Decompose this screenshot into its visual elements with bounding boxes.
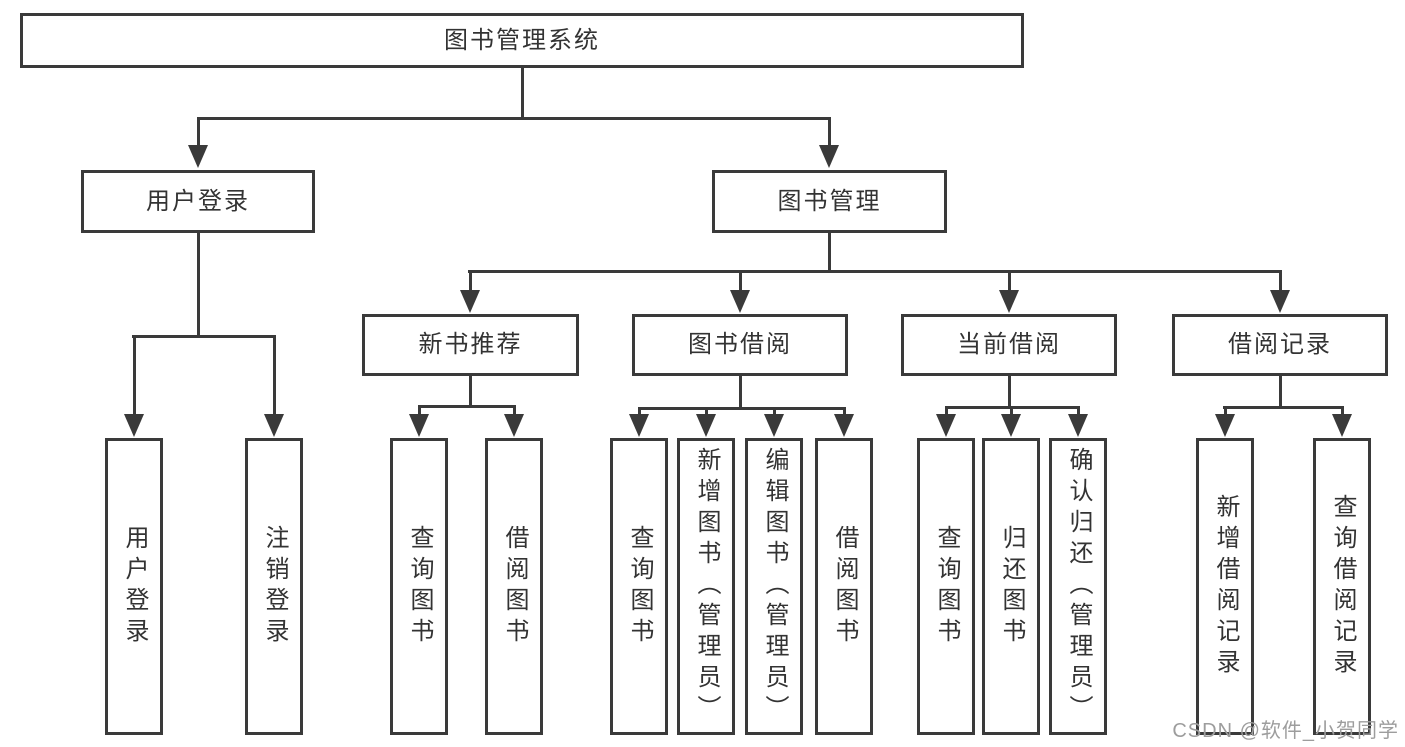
- arrow-down-icon: [460, 290, 480, 313]
- leaf-add-borrow-record: 新增借阅记录: [1196, 438, 1254, 735]
- node-book-borrowing: 图书借阅: [632, 314, 848, 376]
- leaf-query-books-borrow: 查询图书: [610, 438, 668, 735]
- connector-line: [1223, 406, 1344, 409]
- arrow-down-icon: [1270, 290, 1290, 313]
- arrow-down-icon: [1001, 414, 1021, 437]
- connector-line: [1008, 374, 1011, 408]
- leaf-return-book: 归还图书: [982, 438, 1040, 735]
- arrow-down-icon: [409, 414, 429, 437]
- arrow-down-icon: [504, 414, 524, 437]
- connector-line: [739, 374, 742, 409]
- arrow-down-icon: [819, 145, 839, 168]
- leaf-borrow-books: 借阅图书: [815, 438, 873, 735]
- leaf-user-login: 用户登录: [105, 438, 163, 735]
- leaf-confirm-return-admin: 确认归还（管理员）: [1049, 438, 1107, 735]
- leaf-edit-book-admin: 编辑图书（管理员）: [745, 438, 803, 735]
- node-book-management: 图书管理: [712, 170, 947, 233]
- connector-line: [132, 335, 276, 338]
- csdn-watermark: CSDN @软件_小贺同学: [1172, 720, 1399, 742]
- connector-line: [828, 117, 831, 147]
- arrow-down-icon: [936, 414, 956, 437]
- connector-line: [638, 407, 641, 416]
- connector-line: [1010, 406, 1013, 416]
- node-current-borrowing: 当前借阅: [901, 314, 1117, 376]
- leaf-logout: 注销登录: [245, 438, 303, 735]
- connector-line: [418, 405, 516, 408]
- connector-line: [1008, 270, 1011, 292]
- arrow-down-icon: [629, 414, 649, 437]
- connector-line: [469, 270, 472, 292]
- arrow-down-icon: [1068, 414, 1088, 437]
- arrow-down-icon: [124, 414, 144, 437]
- connector-line: [828, 231, 831, 272]
- leaf-query-books-current: 查询图书: [917, 438, 975, 735]
- arrow-down-icon: [764, 414, 784, 437]
- connector-line: [773, 407, 776, 416]
- connector-line: [418, 405, 421, 416]
- arrow-down-icon: [1215, 414, 1235, 437]
- arrow-down-icon: [834, 414, 854, 437]
- connector-line: [1077, 406, 1080, 416]
- connector-line: [1279, 270, 1282, 292]
- connector-line: [197, 231, 200, 337]
- node-new-book-recommend: 新书推荐: [362, 314, 579, 376]
- arrow-down-icon: [264, 414, 284, 437]
- arrow-down-icon: [999, 290, 1019, 313]
- connector-line: [133, 335, 136, 416]
- leaf-borrow-books-recommend: 借阅图书: [485, 438, 543, 735]
- arrow-down-icon: [1332, 414, 1352, 437]
- connector-line: [739, 270, 742, 292]
- connector-line: [945, 406, 948, 416]
- connector-line: [1224, 406, 1227, 416]
- connector-line: [521, 68, 524, 120]
- connector-line: [1341, 406, 1344, 416]
- connector-line: [1279, 374, 1282, 408]
- connector-line: [197, 117, 200, 147]
- arrow-down-icon: [696, 414, 716, 437]
- connector-line: [843, 407, 846, 416]
- leaf-add-book-admin: 新增图书（管理员）: [677, 438, 735, 735]
- arrow-down-icon: [188, 145, 208, 168]
- connector-line: [705, 407, 708, 416]
- node-user-login: 用户登录: [81, 170, 315, 233]
- leaf-query-books-recommend: 查询图书: [390, 438, 448, 735]
- connector-line: [513, 405, 516, 416]
- connector-line: [469, 374, 472, 407]
- node-library-system: 图书管理系统: [20, 13, 1024, 68]
- connector-line: [197, 117, 831, 120]
- connector-line: [273, 335, 276, 416]
- connector-line: [638, 407, 846, 410]
- node-borrow-records: 借阅记录: [1172, 314, 1388, 376]
- leaf-query-borrow-record: 查询借阅记录: [1313, 438, 1371, 735]
- arrow-down-icon: [730, 290, 750, 313]
- connector-line: [468, 270, 1282, 273]
